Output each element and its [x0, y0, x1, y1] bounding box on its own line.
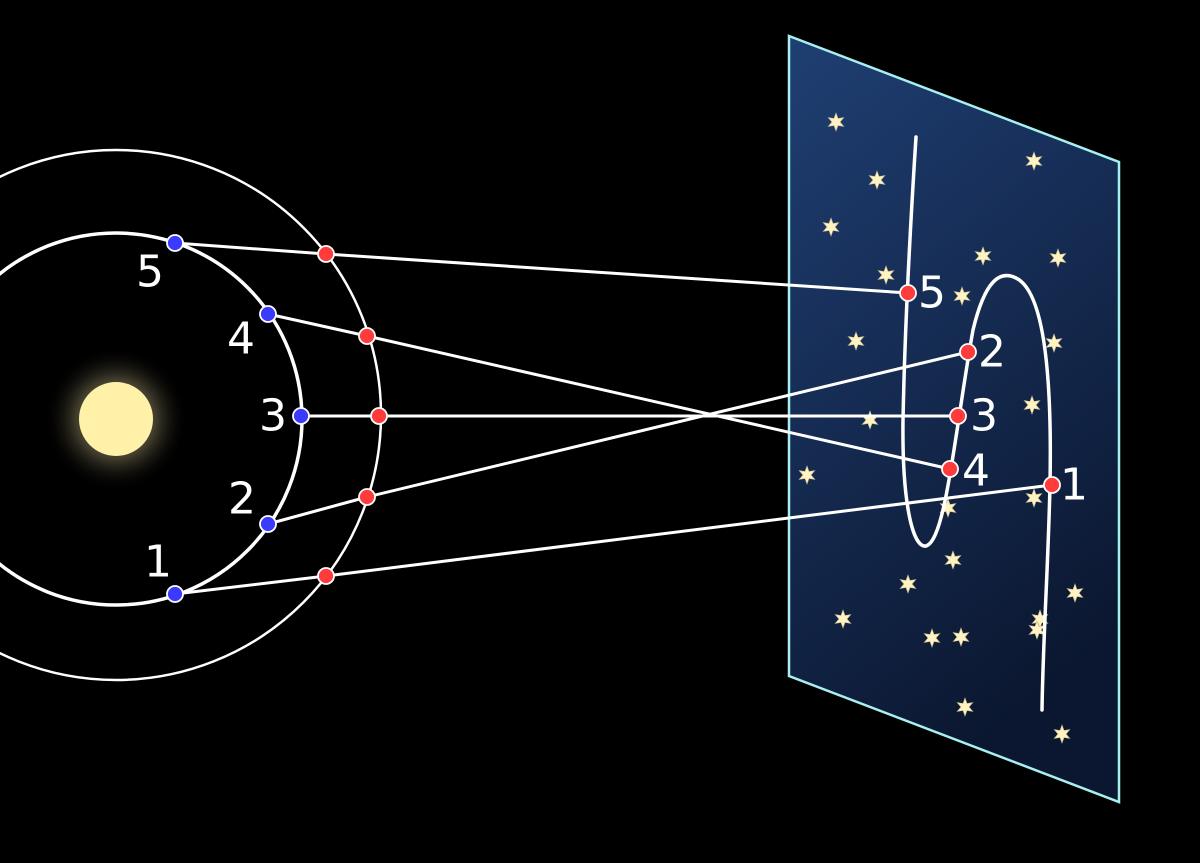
earth-position-marker-1 — [166, 585, 184, 603]
projected-position-marker-2 — [959, 343, 977, 361]
sun — [79, 382, 153, 456]
star-icon — [1025, 488, 1043, 508]
projected-position-label-3: 3 — [970, 391, 998, 442]
star-icon — [847, 331, 865, 351]
projected-position-label-4: 4 — [962, 446, 990, 497]
earth-position-label-5: 5 — [136, 247, 164, 298]
planet-orbit-positions — [317, 245, 388, 585]
projected-position-label-2: 2 — [978, 327, 1006, 378]
projected-position-label-1: 1 — [1060, 460, 1088, 511]
star-icon — [822, 217, 840, 237]
earth-position-label-1: 1 — [144, 537, 172, 588]
star-icon — [923, 628, 941, 648]
projected-position-marker-1 — [1043, 476, 1061, 494]
projected-position-marker-4 — [941, 460, 959, 478]
planet-position-marker-1 — [317, 567, 335, 585]
projected-position-marker-5 — [899, 284, 917, 302]
star-icon — [1025, 151, 1043, 171]
star-icon — [953, 286, 971, 306]
earth-position-marker-4 — [259, 305, 277, 323]
star-icon — [834, 609, 852, 629]
star-icon — [939, 498, 957, 518]
planet-position-marker-4 — [358, 327, 376, 345]
earth-position-label-3: 3 — [259, 391, 287, 442]
star-icon — [827, 112, 845, 132]
star-icon — [1049, 248, 1067, 268]
star-icon — [1066, 583, 1084, 603]
star-icon — [899, 574, 917, 594]
background-stars — [798, 112, 1084, 744]
projected-position-marker-3 — [949, 407, 967, 425]
earth-positions: 1 234 5 — [136, 234, 310, 603]
star-icon — [798, 465, 816, 485]
star-icon — [944, 550, 962, 570]
star-icon — [1023, 395, 1041, 415]
planet-position-marker-2 — [358, 488, 376, 506]
earth-position-label-4: 4 — [227, 314, 255, 365]
earth-position-marker-2 — [259, 515, 277, 533]
projected-positions: 1 2 34 5 — [899, 268, 1088, 511]
planet-position-marker-3 — [370, 407, 388, 425]
star-icon — [952, 627, 970, 647]
star-icon — [1045, 333, 1063, 353]
star-icon — [877, 265, 895, 285]
earth-position-marker-3 — [292, 407, 310, 425]
projected-position-label-5: 5 — [918, 268, 946, 319]
star-icon — [868, 170, 886, 190]
earth-position-marker-5 — [166, 234, 184, 252]
earth-position-label-2: 2 — [228, 474, 256, 525]
star-icon — [956, 697, 974, 717]
star-icon — [974, 246, 992, 266]
star-icon — [1053, 724, 1071, 744]
planet-position-marker-5 — [317, 245, 335, 263]
